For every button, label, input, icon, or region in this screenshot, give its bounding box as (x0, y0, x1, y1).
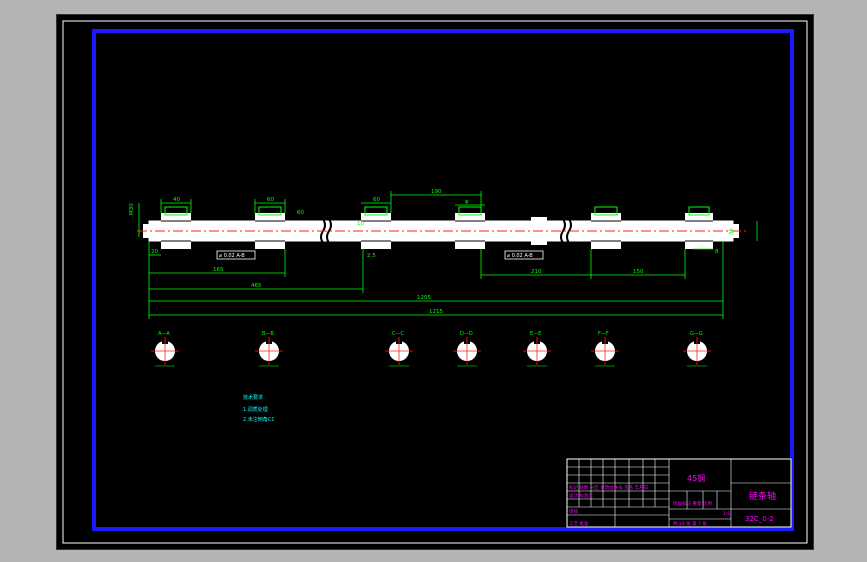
dim-190: 190 (431, 189, 442, 195)
title-block: 标记 处数 分区 更改文件号 签名 年月日 设计 标准化 审核 工艺 批准 阶段… (566, 458, 792, 528)
section-view-6: F—F (591, 331, 619, 367)
drawing-canvas: 40 60 60 190 φ 60 M30 35 20 165 465 2.5 … (62, 20, 808, 544)
section-label: B—B (262, 331, 274, 337)
dimension-lines (138, 191, 758, 319)
drawing-frame (92, 29, 794, 531)
dim-40: 40 (173, 197, 180, 203)
section-views: A—A B—B C—C D—D E—E F—F G—G (151, 331, 711, 367)
dimension-labels: 40 60 60 190 φ 60 M30 35 20 165 465 2.5 … (129, 189, 735, 315)
title-drawing-no: 32C_0-2 (745, 515, 774, 523)
section-view-3: C—C (385, 331, 413, 367)
title-stage-row: 阶段标记 重量 比例 (673, 500, 712, 507)
title-material: 45钢 (687, 473, 705, 483)
tech-note-1: 1.调质处理 (243, 406, 268, 413)
section-label: D—D (460, 331, 473, 337)
dim-2-5: 2.5 (367, 253, 376, 259)
dim-8: 8 (715, 249, 719, 255)
section-label: G—G (690, 331, 703, 337)
tolerance-1-text: ⌀ 0.02 A-B (219, 253, 245, 259)
dim-1205: 1205 (417, 295, 431, 301)
section-view-4: D—D (453, 331, 481, 367)
section-label: F—F (598, 331, 609, 337)
tolerance-frame-2: ⌀ 0.02 A-B (504, 250, 544, 260)
tolerance-2-text: ⌀ 0.02 A-B (507, 253, 533, 259)
sheet-border (62, 20, 808, 544)
dim-35: 35 (729, 228, 735, 235)
dim-60c: 60 (297, 210, 304, 216)
title-sheet-row: 共 10 张 第 7 张 (673, 520, 707, 527)
tech-notes-heading: 技术要求 (243, 394, 263, 401)
section-view-5: E—E (523, 331, 551, 367)
dim-20: 20 (151, 249, 158, 255)
dim-165: 165 (213, 267, 224, 273)
dim-1215: 1215 (429, 309, 443, 315)
section-view-7: G—G (683, 331, 711, 367)
tech-notes: 技术要求 1.调质处理 2.未注倒角C1 (243, 394, 274, 423)
section-label: C—C (392, 331, 404, 337)
dim-phi: φ (465, 199, 469, 205)
title-review-row: 审核 (569, 508, 578, 515)
section-label: A—A (158, 331, 170, 337)
title-designer-row: 设计 标准化 (569, 492, 593, 499)
dim-210: 210 (531, 269, 542, 275)
title-scale: 1:5 (723, 511, 730, 517)
title-part-name: 链条轴 (749, 490, 776, 502)
section-view-1: A—A (151, 331, 179, 367)
shaft-end-left (143, 224, 153, 238)
dim-10: 10 (357, 221, 364, 227)
dim-60a: 60 (267, 197, 274, 203)
shaft-main-view (137, 206, 747, 249)
dim-60b: 60 (373, 197, 380, 203)
dim-150: 150 (633, 269, 644, 275)
tech-note-2: 2.未注倒角C1 (243, 416, 274, 423)
section-view-2: B—B (255, 331, 283, 367)
dim-465: 465 (251, 283, 262, 289)
section-label: E—E (530, 331, 541, 337)
dim-m30: M30 (129, 203, 135, 215)
tolerance-frame-1: ⌀ 0.02 A-B (216, 250, 256, 260)
title-process-row: 工艺 批准 (569, 520, 589, 527)
title-revision-header: 标记 处数 分区 更改文件号 签名 年月日 (569, 484, 648, 491)
drawing-viewport[interactable]: 40 60 60 190 φ 60 M30 35 20 165 465 2.5 … (56, 14, 814, 550)
